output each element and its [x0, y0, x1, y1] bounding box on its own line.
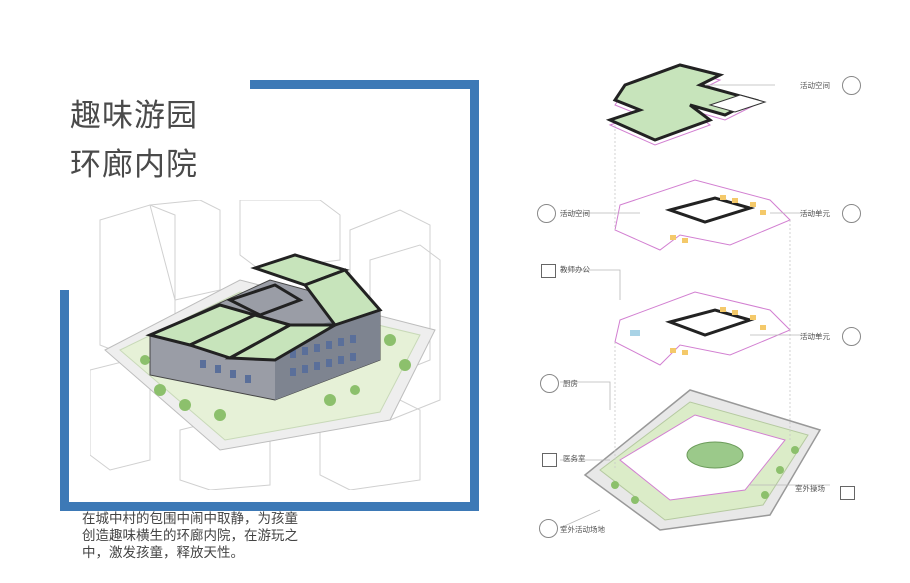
clinic-icon — [542, 453, 557, 467]
label-outdoor-track: 室外操场 — [795, 484, 825, 493]
label-activity-unit-2: 活动单元 — [800, 332, 830, 341]
title-line-2: 环廊内院 — [70, 147, 198, 183]
frame-bottom-bar — [60, 502, 479, 511]
office-icon — [541, 264, 556, 278]
label-activity-unit-1: 活动单元 — [800, 209, 830, 218]
floor-2-layer — [614, 179, 791, 251]
frame-right-bar — [470, 80, 479, 511]
label-clinic: 医务室 — [563, 454, 586, 463]
title-background — [60, 80, 250, 290]
kitchen-icon — [540, 374, 559, 393]
frame-left-bar — [60, 80, 69, 511]
outdoor-track-icon — [840, 486, 855, 500]
label-activity-space-left: 活动空间 — [560, 209, 590, 218]
frame-top-bar — [60, 80, 479, 89]
description-line-2: 创造趣味横生的环廊内院，在游玩之 — [82, 528, 298, 544]
exploded-axonometric-diagram — [559, 63, 830, 531]
activity-space-icon — [842, 76, 861, 95]
label-teacher-office: 教师办公 — [560, 265, 590, 274]
label-activity-space-top: 活动空间 — [800, 81, 830, 90]
activity-unit-icon-1 — [842, 204, 861, 223]
description-line-1: 在城中村的包围中闹中取静，为孩童 — [82, 511, 298, 527]
floor-1-layer — [614, 291, 791, 366]
roof-layer — [605, 63, 767, 146]
description-text: 在城中村的包围中闹中取静，为孩童 创造趣味横生的环廊内院，在游玩之 中，激发孩童… — [82, 511, 342, 562]
activity-unit-icon-2 — [842, 327, 861, 346]
label-outdoor-activity-area: 室外活动场地 — [560, 525, 605, 534]
outdoor-area-icon — [539, 519, 558, 538]
building-axonometric-illustration — [90, 200, 441, 490]
title-line-1: 趣味游园 — [70, 98, 198, 134]
label-kitchen: 厨房 — [563, 379, 578, 388]
description-line-3: 中，激发孩童，释放天性。 — [82, 545, 244, 561]
activity-space-icon-left — [537, 204, 556, 223]
ground-layer — [583, 389, 822, 531]
